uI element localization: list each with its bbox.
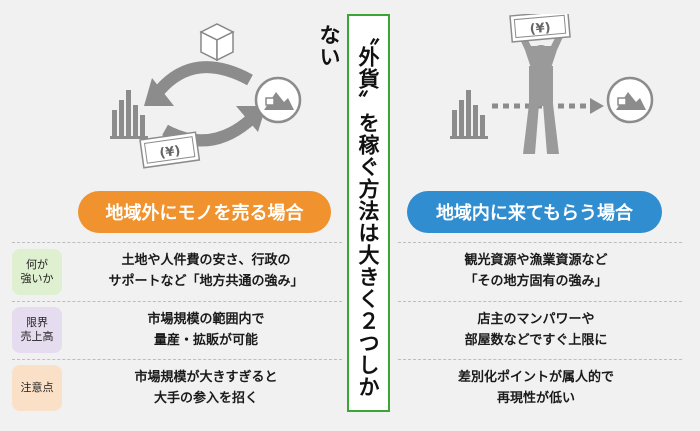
left-cell-limit-line1: 市場規模の範囲内で <box>147 312 265 327</box>
divider <box>398 359 682 360</box>
right-illustration: (¥) <box>450 14 654 154</box>
yen-bill-icon: (¥) <box>139 131 201 169</box>
left-cell-limit: 市場規模の範囲内で 量産・拡販が可能 <box>70 309 342 351</box>
factory-icon <box>110 90 148 139</box>
yen-bill-icon: (¥) <box>509 14 571 43</box>
left-cell-caution: 市場規模が大きすぎると 大手の参入を招く <box>70 367 342 409</box>
right-cell-strength-line1: 観光資源や漁業資源など <box>464 253 608 268</box>
left-illustration: (¥) <box>110 23 302 169</box>
mountain-house-icon <box>606 76 654 124</box>
left-cell-strength-line1: 土地や人件費の安さ、行政の <box>121 253 291 268</box>
box-icon <box>199 23 235 62</box>
cycle-arrows-icon <box>144 61 266 147</box>
right-header: 地域内に来てもらう場合 <box>407 191 662 233</box>
main-title: 〝外貨〟を稼ぐ方法は大きく２つしかない <box>317 24 381 398</box>
divider <box>398 242 682 243</box>
left-header: 地域外にモノを売る場合 <box>78 191 331 233</box>
row-label-caution: 注意点 <box>12 365 62 411</box>
left-cell-strength-line2: サポートなど「地方共通の強み」 <box>108 274 304 289</box>
divider <box>12 242 342 243</box>
svg-text:(¥): (¥) <box>159 144 182 162</box>
factory-icon <box>450 90 488 139</box>
right-cell-caution-line2: 再現性が低い <box>496 391 575 406</box>
left-cell-caution-line1: 市場規模が大きすぎると <box>134 370 278 385</box>
right-cell-limit: 店主のマンパワーや 部屋数などですぐ上限に <box>395 309 677 351</box>
row-label-limit: 限界 売上高 <box>12 307 62 353</box>
main-title-box: 〝外貨〟を稼ぐ方法は大きく２つしかない <box>317 14 390 412</box>
divider <box>12 301 342 302</box>
right-cell-caution: 差別化ポイントが属人的で 再現性が低い <box>395 367 677 409</box>
right-cell-strength: 観光資源や漁業資源など 「その地方固有の強み」 <box>395 250 677 292</box>
left-cell-strength: 土地や人件費の安さ、行政の サポートなど「地方共通の強み」 <box>70 250 342 292</box>
right-cell-strength-line2: 「その地方固有の強み」 <box>464 274 608 289</box>
divider <box>12 359 342 360</box>
right-cell-caution-line1: 差別化ポイントが属人的で <box>457 370 614 385</box>
left-cell-caution-line2: 大手の参入を招く <box>153 391 258 406</box>
divider <box>398 301 682 302</box>
row-label-strength: 何が 強いか <box>12 249 62 295</box>
svg-text:(¥): (¥) <box>529 21 551 38</box>
right-cell-limit-line1: 店主のマンパワーや <box>477 312 595 327</box>
mountain-house-icon <box>254 76 302 124</box>
left-cell-limit-line2: 量産・拡販が可能 <box>153 333 258 348</box>
right-cell-limit-line2: 部屋数などですぐ上限に <box>464 333 608 348</box>
